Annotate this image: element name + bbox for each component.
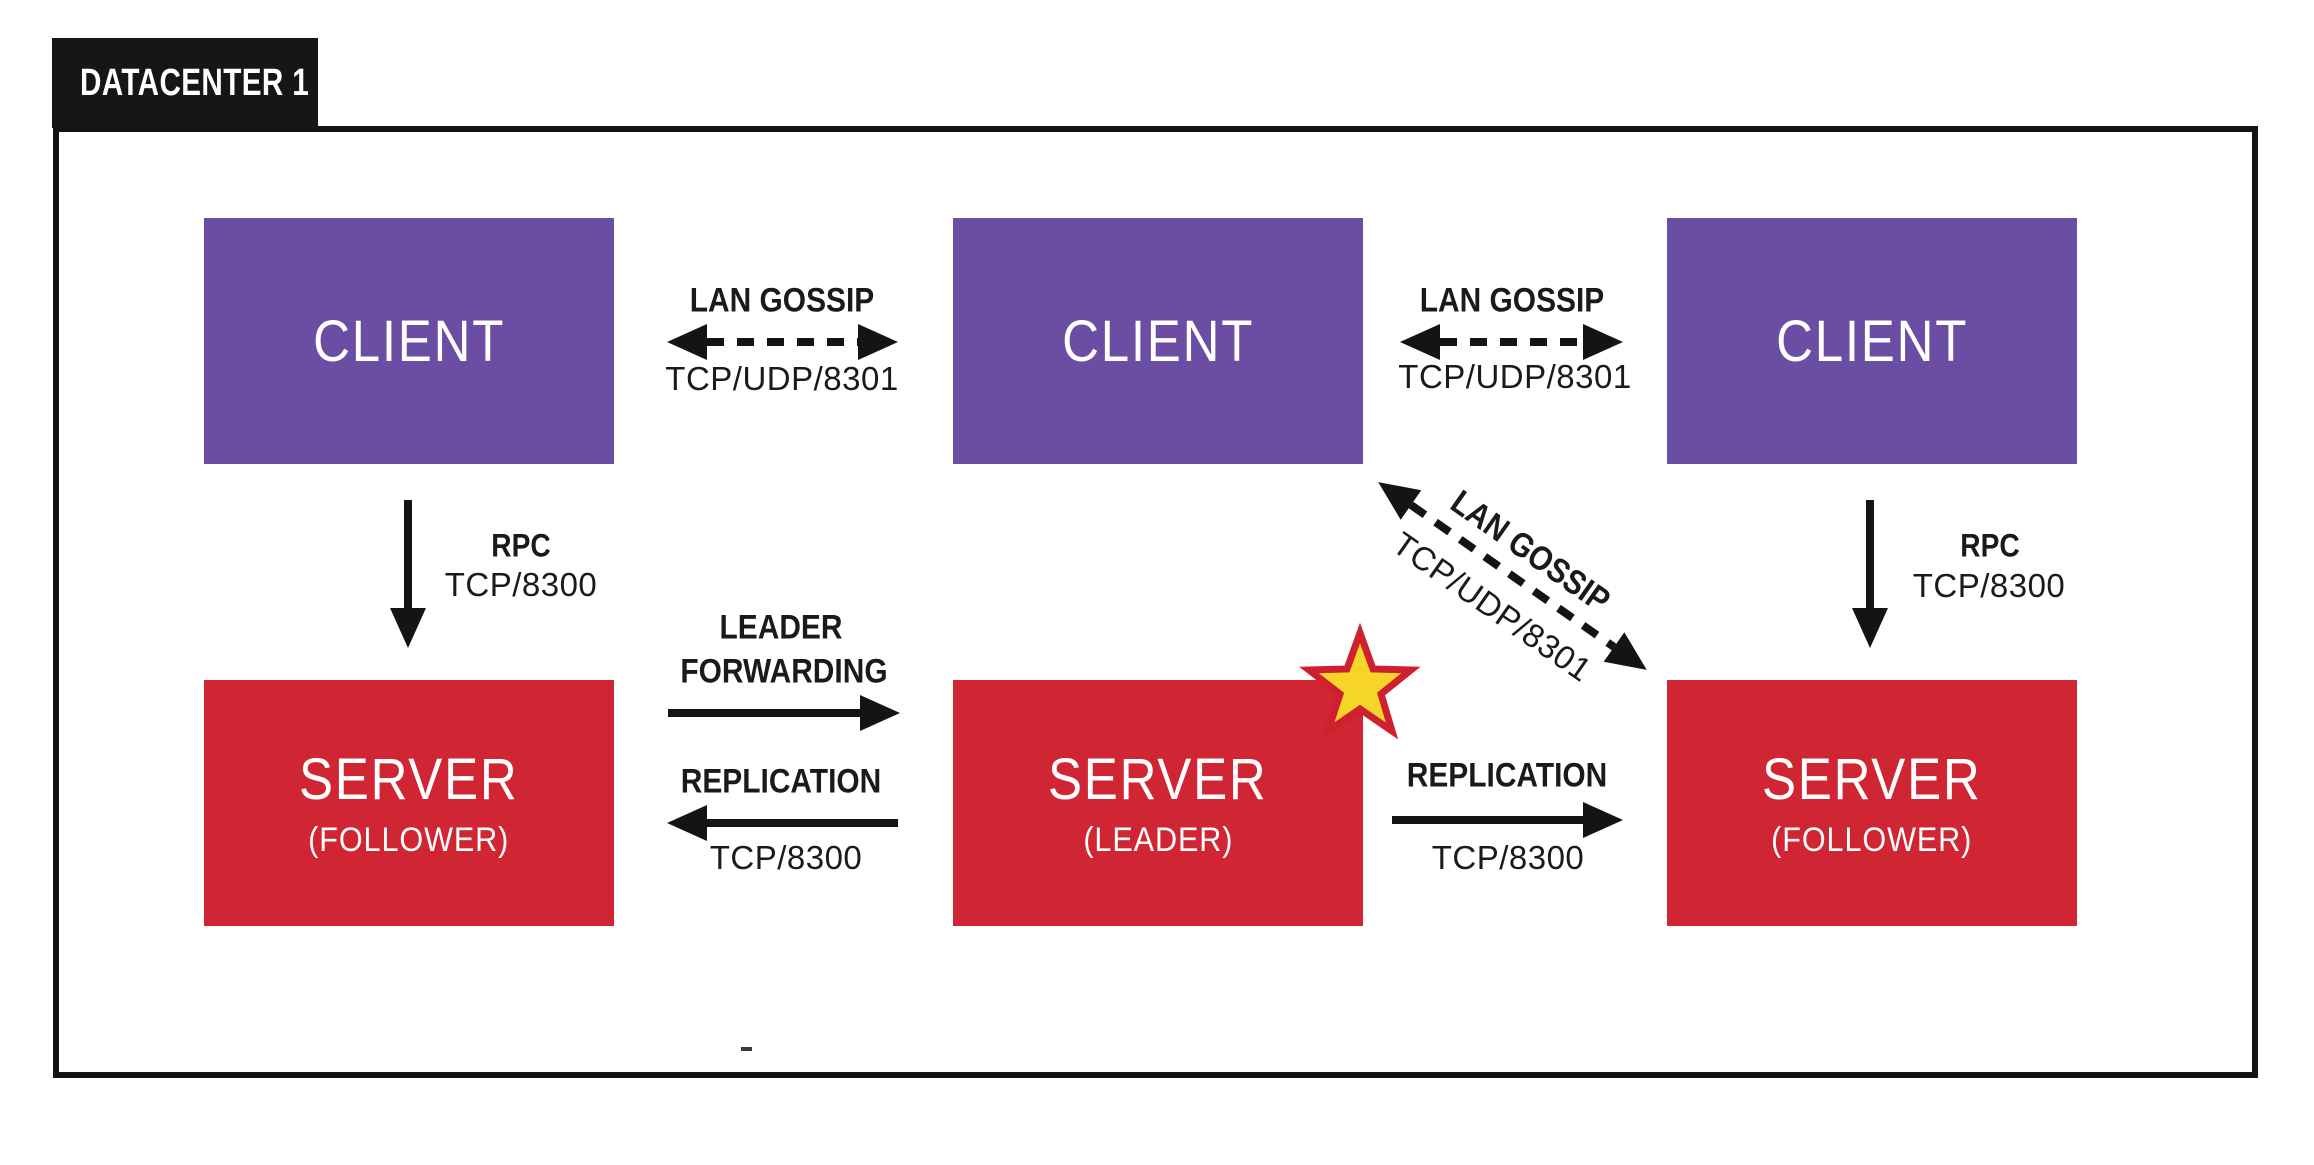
lan-gossip-top-right-protocol: TCP/UDP/8301 [1398, 358, 1632, 395]
replication-right-protocol: TCP/8300 [1431, 839, 1585, 876]
replication-left-label: REPLICATION [680, 762, 882, 801]
server-node-follower-left-label: SERVER [299, 747, 519, 812]
client-node-1-label: CLIENT [312, 308, 506, 374]
datacenter-label: DATACENTER 1 [52, 38, 318, 128]
server-node-follower-left-role: (FOLLOWER) [308, 821, 510, 859]
client-node-2-label: CLIENT [1061, 308, 1255, 374]
replication-right-label: REPLICATION [1406, 756, 1608, 795]
rpc-left-protocol: TCP/8300 [444, 566, 598, 603]
server-node-follower-left: SERVER (FOLLOWER) [204, 680, 614, 926]
client-node-3-label: CLIENT [1775, 308, 1969, 374]
server-node-follower-right: SERVER (FOLLOWER) [1667, 680, 2077, 926]
datacenter-frame [53, 126, 2258, 1078]
client-node-3: CLIENT [1667, 218, 2077, 464]
client-node-1: CLIENT [204, 218, 614, 464]
leader-forwarding-label-line2: FORWARDING [680, 652, 888, 691]
server-node-follower-right-label: SERVER [1762, 747, 1982, 812]
server-node-leader-label: SERVER [1048, 747, 1268, 812]
rpc-left-label: RPC [491, 527, 551, 564]
rpc-right-label: RPC [1960, 527, 2020, 564]
stray-mark [741, 1047, 752, 1051]
replication-left-protocol: TCP/8300 [709, 839, 863, 876]
lan-gossip-top-left-label: LAN GOSSIP [689, 281, 875, 320]
datacenter-label-text: DATACENTER 1 [80, 61, 310, 104]
server-node-leader: SERVER (LEADER) [953, 680, 1363, 926]
lan-gossip-top-left-protocol: TCP/UDP/8301 [665, 360, 899, 397]
client-node-2: CLIENT [953, 218, 1363, 464]
server-node-leader-role: (LEADER) [1082, 821, 1234, 859]
lan-gossip-top-right-label: LAN GOSSIP [1419, 281, 1605, 320]
server-node-follower-right-role: (FOLLOWER) [1771, 821, 1973, 859]
leader-forwarding-label-line1: LEADER [719, 608, 843, 647]
rpc-right-protocol: TCP/8300 [1912, 567, 2066, 604]
